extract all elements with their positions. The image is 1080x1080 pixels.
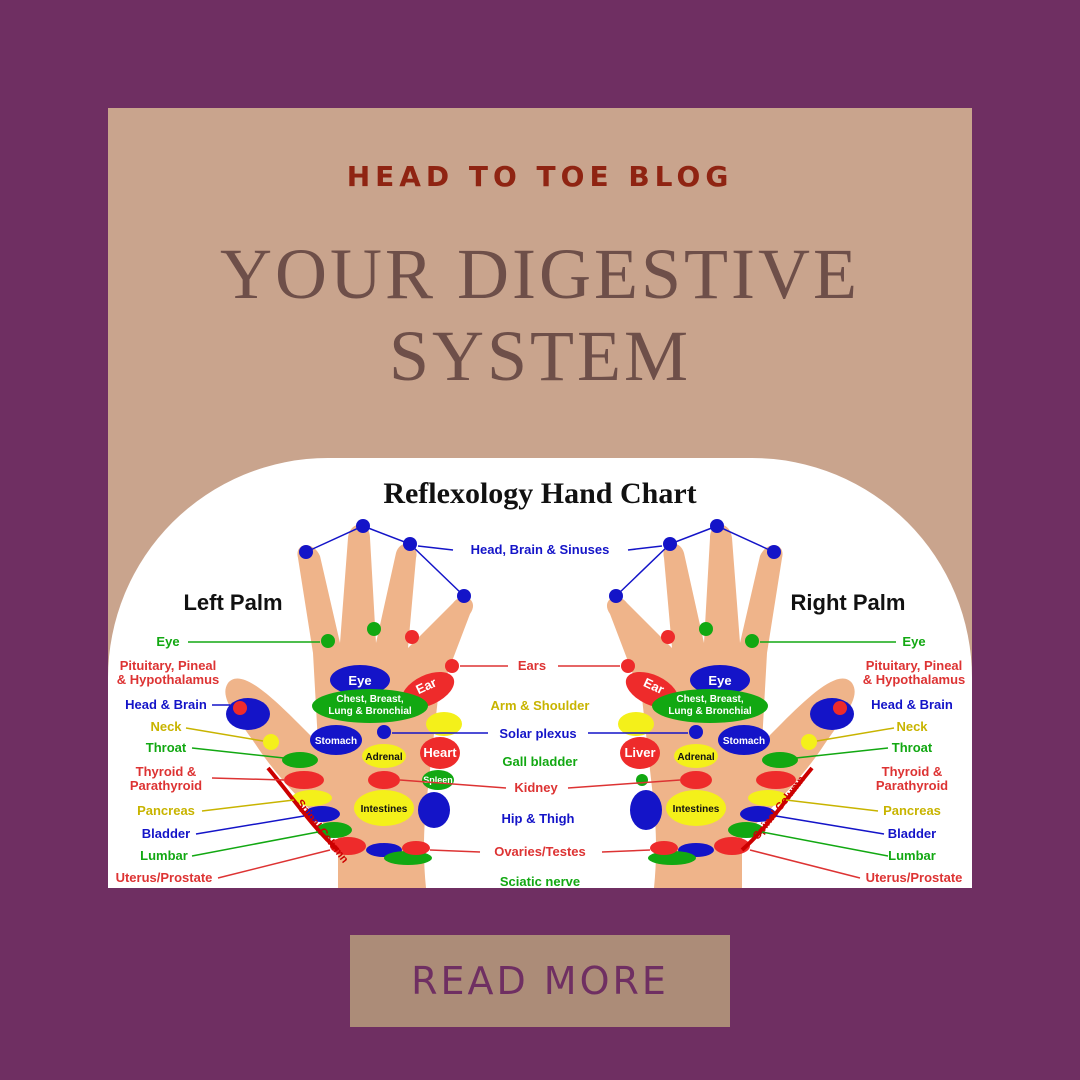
right-side-labels: Eye Pituitary, Pineal & Hypothalamus Hea… bbox=[749, 634, 966, 885]
left-eye-zone-label: Eye bbox=[348, 673, 371, 688]
left-uterus-label: Uterus/Prostate bbox=[116, 870, 213, 885]
right-pituitary-label-1: Pituitary, Pineal bbox=[866, 658, 963, 673]
left-eye-zone bbox=[330, 665, 390, 695]
left-side-labels: Eye Pituitary, Pineal & Hypothalamus Hea… bbox=[116, 634, 331, 885]
right-neck-label: Neck bbox=[896, 719, 928, 734]
right-uterus-label: Uterus/Prostate bbox=[866, 870, 963, 885]
right-chest-label-1: Chest, Breast, bbox=[676, 694, 743, 705]
left-pituitary-dot bbox=[233, 701, 247, 715]
left-kidney-zone bbox=[368, 771, 400, 789]
post-title-line-2: SYSTEM bbox=[388, 316, 692, 396]
left-pancreas-label: Pancreas bbox=[137, 803, 195, 818]
left-lumbar-label: Lumbar bbox=[140, 848, 188, 863]
left-eye-dot bbox=[321, 634, 335, 648]
reflexology-chart-image: Reflexology Hand Chart Left Palm Right P… bbox=[108, 458, 972, 888]
right-chest-label-2: Lung & Bronchial bbox=[668, 706, 752, 717]
right-adrenal-label: Adrenal bbox=[677, 752, 714, 763]
right-liver-label: Liver bbox=[624, 745, 655, 760]
left-spleen-zone bbox=[422, 770, 454, 790]
left-thyroid-label-2: Parathyroid bbox=[130, 778, 202, 793]
left-thyroid-zone bbox=[284, 771, 324, 789]
left-lumbar-zone bbox=[316, 822, 352, 838]
left-adrenal-zone bbox=[362, 744, 406, 768]
left-eye-label: Eye bbox=[156, 634, 179, 649]
left-arm-shoulder-zone bbox=[426, 712, 462, 736]
left-hip-thigh-zone bbox=[418, 792, 450, 828]
right-pancreas-label: Pancreas bbox=[883, 803, 941, 818]
ears-label: Ears bbox=[518, 658, 546, 673]
left-uterus-zone bbox=[330, 837, 366, 855]
sciatic-nerve-label: Sciatic nerve bbox=[500, 874, 580, 888]
right-intestines-label: Intestines bbox=[673, 804, 720, 815]
left-palm-label: Left Palm bbox=[183, 590, 282, 615]
right-thyroid-label-1: Thyroid & bbox=[882, 764, 943, 779]
left-stomach-label: Stomach bbox=[315, 736, 357, 747]
right-pituitary-label-2: & Hypothalamus bbox=[863, 672, 966, 687]
hip-thigh-label: Hip & Thigh bbox=[502, 811, 575, 826]
left-ear-dot bbox=[445, 659, 459, 673]
right-lumbar-label: Lumbar bbox=[888, 848, 936, 863]
left-hand: Eye Ear Chest, Breast, Lung & Bronchial … bbox=[225, 519, 474, 888]
left-throat-area bbox=[282, 752, 318, 768]
left-chest-label-2: Lung & Bronchial bbox=[328, 706, 412, 717]
solar-plexus-label: Solar plexus bbox=[499, 726, 576, 741]
left-bladder-label: Bladder bbox=[142, 826, 190, 841]
right-eye-label: Eye bbox=[902, 634, 925, 649]
left-chest-label-1: Chest, Breast, bbox=[336, 694, 403, 705]
left-ovaries-zone bbox=[402, 841, 430, 855]
right-bladder-label: Bladder bbox=[888, 826, 936, 841]
left-ear-dot bbox=[405, 630, 419, 644]
left-bladder-zone bbox=[304, 806, 340, 822]
head-brain-sinuses-label: Head, Brain & Sinuses bbox=[471, 542, 610, 557]
left-throat-label: Throat bbox=[146, 740, 187, 755]
right-thyroid-label-2: Parathyroid bbox=[876, 778, 948, 793]
right-palm-label: Right Palm bbox=[791, 590, 906, 615]
post-title-line-1: YOUR DIGESTIVE bbox=[220, 234, 860, 314]
left-head-brain-label: Head & Brain bbox=[125, 697, 207, 712]
left-head-brain-area bbox=[226, 698, 270, 730]
left-pancreas-zone bbox=[292, 790, 332, 806]
left-solar-plexus-dot bbox=[377, 725, 391, 739]
right-head-brain-label: Head & Brain bbox=[871, 697, 953, 712]
reflexology-chart-svg: Reflexology Hand Chart Left Palm Right P… bbox=[116, 477, 966, 888]
kidney-label: Kidney bbox=[514, 780, 558, 795]
left-stomach-zone bbox=[310, 725, 362, 755]
left-intestines-zone bbox=[354, 790, 414, 826]
left-neck-dot bbox=[263, 734, 279, 750]
left-adrenal-label: Adrenal bbox=[365, 752, 402, 763]
left-eye-dot bbox=[367, 622, 381, 636]
left-pituitary-label-1: Pituitary, Pineal bbox=[120, 658, 217, 673]
left-heart-label: Heart bbox=[423, 745, 457, 760]
chart-title: Reflexology Hand Chart bbox=[383, 477, 696, 510]
right-hand bbox=[606, 519, 855, 888]
blog-card: HEAD TO TOE BLOG YOUR DIGESTIVE SYSTEM R… bbox=[108, 108, 972, 888]
right-eye-zone-label: Eye bbox=[708, 673, 731, 688]
arm-shoulder-label: Arm & Shoulder bbox=[491, 698, 590, 713]
blog-name: HEAD TO TOE BLOG bbox=[346, 160, 734, 193]
left-spleen-label: Spleen bbox=[423, 775, 453, 785]
right-throat-label: Throat bbox=[892, 740, 933, 755]
left-heart-zone bbox=[420, 737, 460, 769]
left-pituitary-label-2: & Hypothalamus bbox=[117, 672, 220, 687]
ovaries-testes-label: Ovaries/Testes bbox=[494, 844, 586, 859]
left-thyroid-label-1: Thyroid & bbox=[136, 764, 197, 779]
post-title: YOUR DIGESTIVE SYSTEM bbox=[108, 233, 972, 397]
left-intestines-label: Intestines bbox=[361, 804, 408, 815]
left-chest-zone bbox=[312, 689, 428, 723]
left-neck-label: Neck bbox=[150, 719, 182, 734]
read-more-button[interactable]: READ MORE bbox=[350, 935, 730, 1027]
gall-bladder-label: Gall bladder bbox=[502, 754, 577, 769]
right-stomach-label: Stomach bbox=[723, 736, 765, 747]
